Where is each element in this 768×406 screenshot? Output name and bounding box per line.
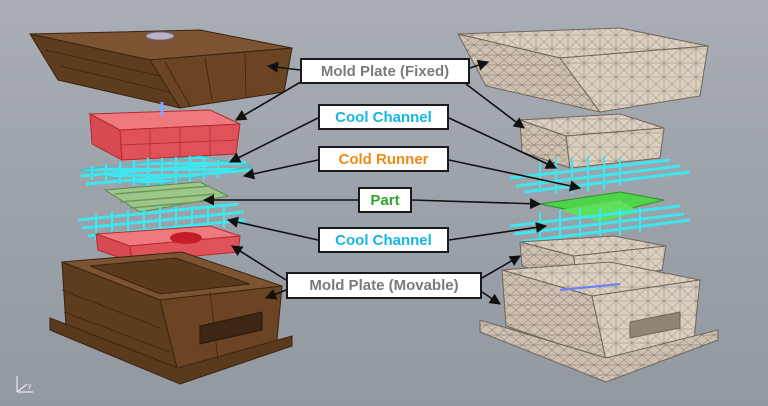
arrow-movable-left-2 — [264, 289, 287, 300]
arrow-cool2-right — [448, 221, 548, 241]
arrow-part-right — [411, 198, 542, 210]
left-movable-plate — [49, 251, 293, 385]
arrow-fixed-left-1 — [266, 61, 301, 73]
leader-arrows — [202, 59, 582, 305]
label-part: Part — [358, 187, 412, 213]
arrow-cool2-left — [226, 216, 319, 241]
arrow-runner-right — [448, 159, 582, 192]
arrow-cool1-right — [448, 117, 558, 169]
label-cool-channel-bottom: Cool Channel — [318, 227, 449, 253]
axis-triad-icon: y — [16, 376, 33, 393]
arrow-runner-left — [242, 159, 319, 180]
arrow-movable-right-1 — [481, 255, 521, 279]
label-mold-plate-fixed: Mold Plate (Fixed) — [300, 58, 470, 84]
label-mold-plate-movable-text: Mold Plate (Movable) — [309, 277, 459, 294]
arrow-fixed-right-1 — [469, 59, 490, 71]
label-mold-plate-fixed-text: Mold Plate (Fixed) — [320, 62, 450, 80]
right-fixed-plate — [457, 27, 709, 113]
left-cool-channel-top — [79, 155, 253, 188]
arrow-cool1-left — [228, 117, 319, 163]
right-movable-plate — [479, 261, 719, 383]
label-cool-channel-top-text: Cool Channel — [335, 108, 432, 126]
arrow-movable-left-1 — [231, 245, 287, 281]
left-cad-model — [28, 29, 293, 385]
left-core-bottom — [95, 225, 241, 263]
axis-y-label: y — [28, 383, 32, 390]
left-cool-channel-bottom — [77, 202, 247, 240]
label-cold-runner: Cold Runner — [318, 146, 449, 172]
left-fixed-plate — [28, 29, 293, 109]
arrow-fixed-right-2 — [465, 83, 525, 129]
label-cool-channel-bottom-text: Cool Channel — [335, 231, 432, 249]
right-core-top — [519, 113, 665, 169]
label-cold-runner-text: Cold Runner — [338, 150, 429, 168]
arrow-fixed-left-2 — [235, 79, 305, 121]
left-core-top — [88, 102, 241, 161]
label-cool-channel-top: Cool Channel — [318, 104, 449, 130]
label-part-text: Part — [370, 191, 400, 209]
right-mesh-model — [457, 27, 719, 383]
right-cool-channel-top — [509, 156, 691, 194]
arrow-movable-right-2 — [481, 291, 501, 305]
label-mold-plate-movable: Mold Plate (Movable) — [286, 272, 482, 299]
